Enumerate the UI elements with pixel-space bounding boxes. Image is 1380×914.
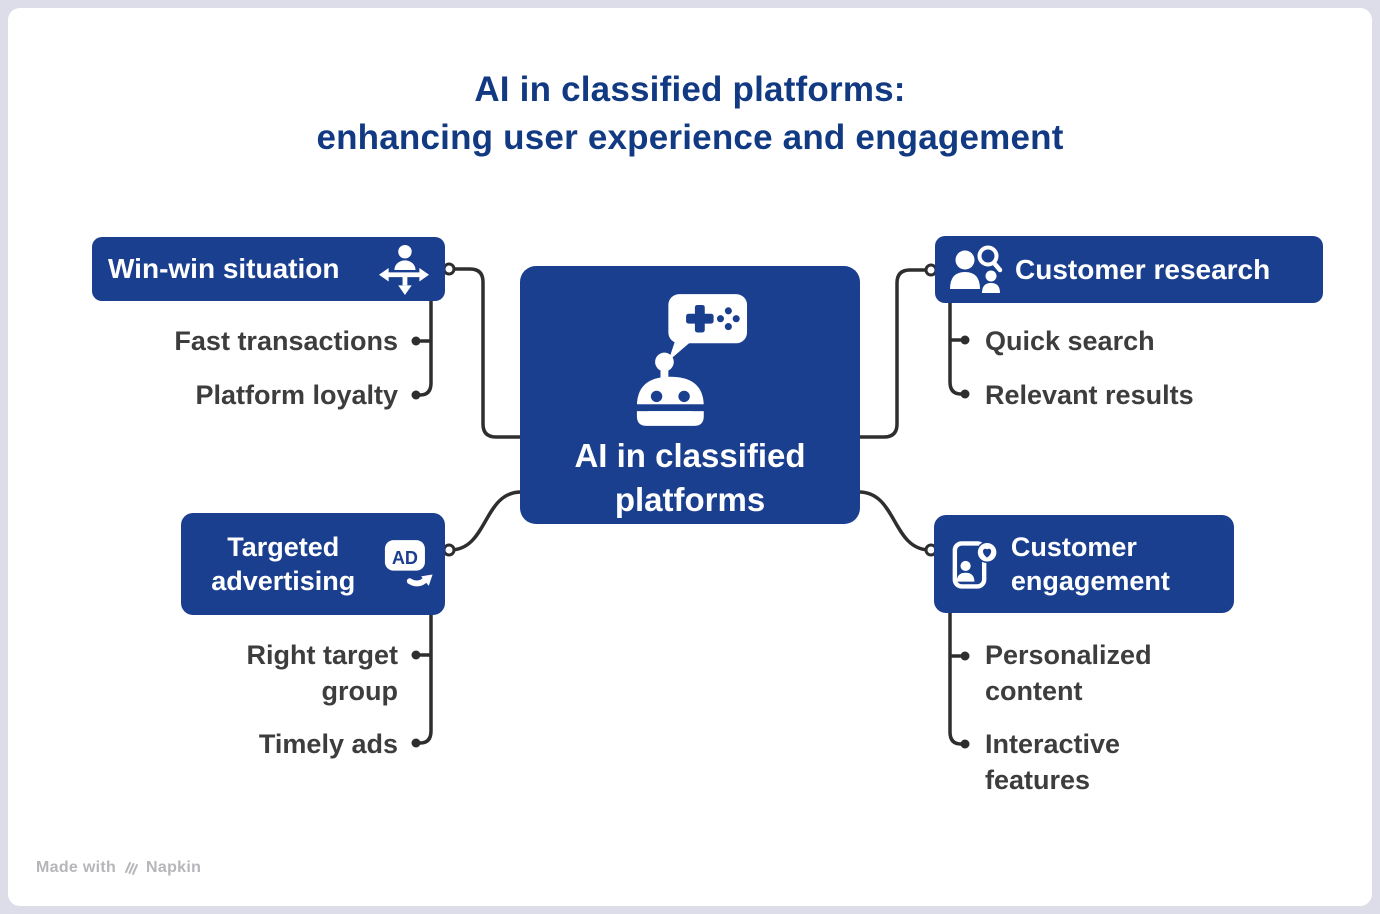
subitem-relevant-results: Relevant results: [985, 380, 1194, 410]
napkin-logo-icon: [125, 862, 139, 875]
people-magnifier-icon: [950, 245, 1003, 293]
branch-label-customer-research: Customer research: [1015, 253, 1271, 285]
robot-chat-gamepad-icon: [634, 294, 748, 426]
ad-click-icon: AD: [385, 540, 433, 587]
page-title-line1: AI in classified platforms:: [474, 70, 906, 109]
center-node-label: AI in classified platforms: [574, 434, 805, 522]
watermark-prefix: Made with: [36, 859, 117, 876]
branch-node-customer-engagement: Customer engagement: [934, 515, 1234, 613]
subitem-personalized-content: Personalized content: [985, 640, 1152, 706]
branch-label-win-win-situation: Win-win situation: [108, 253, 340, 284]
page-title-line2: enhancing user experience and engagement: [316, 118, 1064, 157]
center-node-label-line1: AI in classified: [574, 437, 806, 474]
center-node: AI in classified platforms: [520, 266, 860, 524]
watermark: Made with Napkin: [36, 859, 201, 877]
watermark-brand: Napkin: [146, 859, 202, 876]
branch-label-targeted-advertising: Targeted advertising: [211, 532, 356, 596]
person-direction-arrows-icon: [379, 244, 429, 295]
ad-icon-text: AD: [392, 548, 418, 568]
subitem-interactive-features: Interactive features: [985, 729, 1121, 795]
page-title: AI in classified platforms: enhancing us…: [0, 66, 1380, 162]
branch-label-customer-engagement: Customer engagement: [1010, 532, 1170, 596]
branch-node-win-win-situation: Win-win situation: [92, 237, 445, 301]
phone-person-heart-icon: [952, 541, 998, 589]
branch-node-customer-research: Customer research: [935, 236, 1323, 303]
branch-node-targeted-advertising: Targeted advertising AD: [181, 513, 445, 615]
subitem-fast-transactions: Fast transactions: [174, 326, 398, 356]
center-node-label-line2: platforms: [614, 481, 766, 518]
subitem-right-target-group: Right target group: [246, 640, 399, 706]
subitem-platform-loyalty: Platform loyalty: [195, 380, 398, 410]
subitem-timely-ads: Timely ads: [258, 729, 398, 759]
subitem-quick-search: Quick search: [985, 326, 1155, 356]
